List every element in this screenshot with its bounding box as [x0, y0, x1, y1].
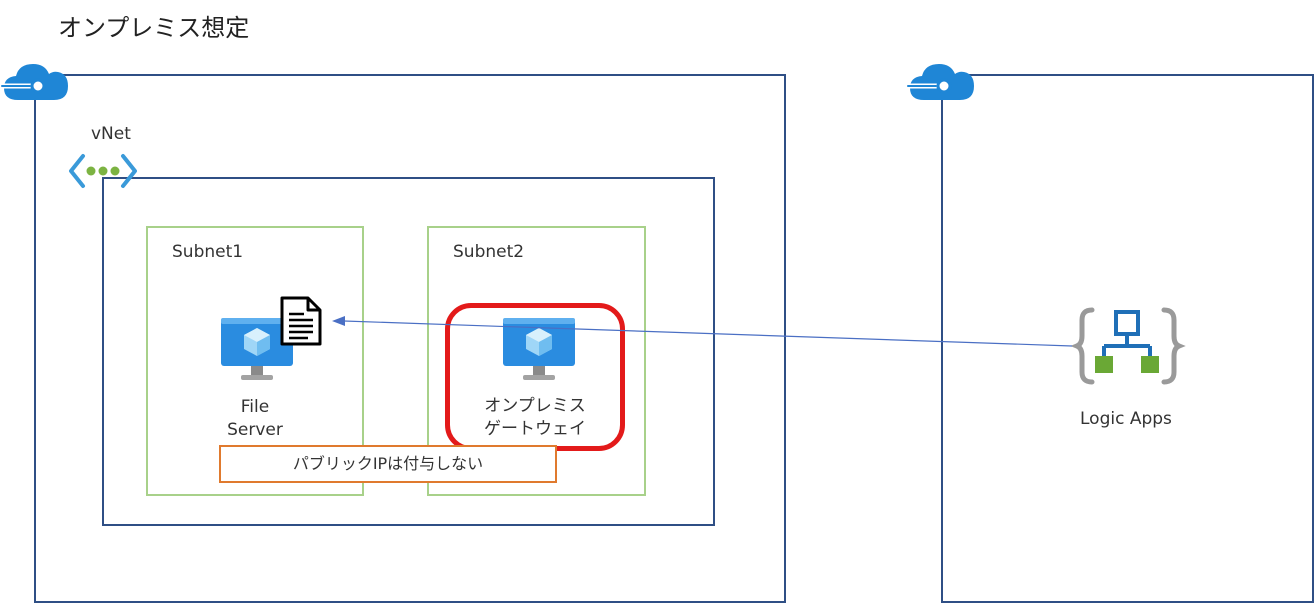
vnet-label: vNet: [91, 124, 131, 144]
virtual-machine-icon: [221, 318, 293, 380]
virtual-machine-icon: [503, 318, 575, 380]
subnet2-frame: [427, 226, 646, 496]
gateway-label: オンプレミス ゲートウェイ: [460, 395, 610, 441]
document-icon: [280, 296, 322, 346]
arrow-line: [343, 320, 1073, 347]
subnet1-label: Subnet1: [172, 242, 244, 262]
public-ip-note: パブリックIPは付与しない: [219, 445, 557, 483]
vnet-frame: [102, 177, 715, 526]
logic-apps-icon: [1070, 307, 1186, 385]
gateway-label-line1: オンプレミス: [484, 396, 586, 416]
gateway-label-line2: ゲートウェイ: [484, 419, 586, 439]
subnet2-label: Subnet2: [453, 242, 525, 262]
azure-frame-left: [34, 74, 786, 603]
cloud-icon: [905, 64, 974, 100]
azure-frame-right: [941, 74, 1314, 603]
logic-apps-label: Logic Apps: [1080, 409, 1172, 429]
subnet1-frame: [146, 226, 364, 496]
arrow-head: [332, 316, 345, 326]
page-title: オンプレミス想定: [58, 14, 250, 42]
file-server-label-line2: Server: [227, 420, 283, 440]
cloud-icon: [0, 64, 68, 100]
file-server-label-line1: File: [240, 397, 270, 417]
vnet-icon: [69, 154, 137, 188]
file-server-label: File Server: [205, 396, 305, 442]
